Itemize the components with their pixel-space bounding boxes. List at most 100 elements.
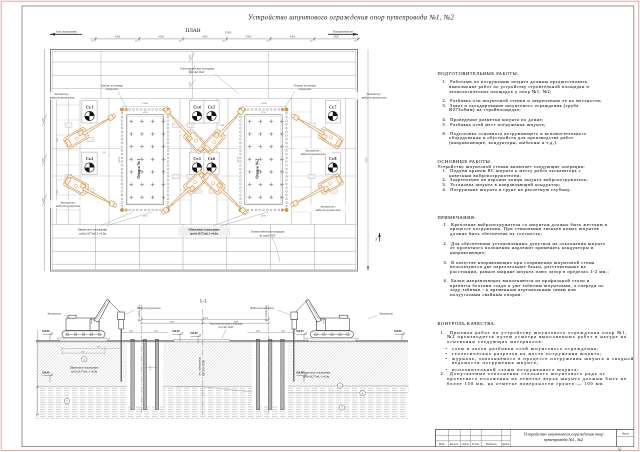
svg-text:4150: 4150 — [261, 215, 267, 218]
svg-text:Вибропогружатель: Вибропогружатель — [250, 306, 274, 310]
svg-text:Ст.3: Ст.3 — [193, 157, 200, 161]
svg-text:6280: 6280 — [170, 320, 176, 323]
svg-text:Экскаватор: Экскаватор — [379, 311, 393, 315]
svg-text:Ось путепровода: Ось путепровода — [199, 356, 202, 376]
svg-text:2500: 2500 — [41, 197, 44, 203]
svg-text:Технологическая площадка: Технологическая площадка — [251, 229, 285, 233]
svg-text:100,90: 100,90 — [172, 330, 180, 333]
svg-text:вибропогружателем: вибропогружателем — [56, 204, 81, 208]
svg-text:Ст.1: Ст.1 — [86, 105, 93, 109]
svg-text:Ось опоры №1: Ось опоры №1 — [138, 304, 141, 322]
svg-text:Технологические площадки: Технологические площадки — [209, 322, 243, 325]
svg-text:13540: 13540 — [142, 102, 149, 105]
svg-text:Зона ограждения: Зона ограждения — [56, 30, 78, 34]
svg-text:Ст.4: Ст.4 — [193, 105, 200, 109]
svg-text:4150: 4150 — [261, 111, 267, 114]
svg-text:ПК 169+76,00: ПК 169+76,00 — [203, 359, 206, 376]
svg-text:Лист: Лист — [461, 442, 470, 446]
svg-text:Контур ростверка: Контур ростверка — [294, 84, 317, 88]
svg-text:20: 20 — [179, 41, 182, 43]
svg-text:Изм.: Изм. — [438, 442, 445, 446]
svg-text:2400: 2400 — [154, 331, 159, 333]
svg-text:Экскаватор с: Экскаватор с — [305, 149, 322, 153]
svg-text:Направление км: Направление км — [333, 30, 353, 34]
svg-text:8500: 8500 — [365, 157, 368, 163]
svg-text:Контур ростверка: Контур ростверка — [101, 84, 124, 88]
svg-text:500: 500 — [221, 125, 225, 127]
svg-text:2500: 2500 — [57, 189, 59, 194]
svg-text:труба Ø273х8, L=6,0м: труба Ø273х8, L=6,0м — [303, 376, 330, 379]
svg-text:вибропогружателем: вибропогружателем — [362, 96, 387, 100]
svg-text:вибропогружателем: вибропогружателем — [301, 152, 326, 156]
svg-text:Шпунтовое ограждение: Шпунтовое ограждение — [78, 227, 108, 231]
svg-text:2500: 2500 — [189, 81, 191, 86]
svg-text:2400: 2400 — [256, 331, 261, 333]
svg-text:труба Ø273х8, L=6,0м: труба Ø273х8, L=6,0м — [71, 371, 98, 374]
svg-text:9000: 9000 — [41, 157, 44, 163]
svg-text:4500: 4500 — [246, 35, 252, 38]
svg-text:Экскаватор с: Экскаватор с — [320, 205, 337, 209]
svg-text:Опора №2: Опора №2 — [255, 159, 260, 179]
svg-text:труба Ø273х8, L=6,0м: труба Ø273х8, L=6,0м — [190, 231, 218, 235]
svg-text:Дата: Дата — [501, 442, 510, 446]
svg-text:4500: 4500 — [202, 35, 208, 38]
svg-text:20: 20 — [135, 41, 138, 43]
svg-text:N док.: N док. — [471, 442, 480, 446]
svg-text:13540: 13540 — [261, 102, 268, 105]
svg-text:4: 4 — [362, 391, 364, 395]
svg-text:опоры №2: опоры №2 — [299, 87, 312, 91]
svg-text:100,90: 100,90 — [42, 371, 50, 374]
svg-text:20: 20 — [223, 41, 226, 43]
svg-text:Ст.6: Ст.6 — [208, 157, 215, 161]
svg-text:вибропогружателем: вибропогружателем — [316, 208, 341, 212]
svg-text:500: 500 — [102, 152, 106, 154]
svg-text:2500: 2500 — [57, 137, 59, 142]
svg-text:100,90: 100,90 — [296, 371, 304, 374]
svg-text:Лист: Лист — [620, 432, 629, 436]
svg-text:4500: 4500 — [159, 35, 165, 38]
svg-text:13610: 13610 — [118, 156, 121, 163]
svg-text:20: 20 — [310, 41, 313, 43]
svg-text:2400: 2400 — [281, 331, 286, 333]
svg-text:4500: 4500 — [290, 35, 296, 38]
svg-text:Шпунтовое ограждение: Шпунтовое ограждение — [302, 372, 331, 375]
svg-text:1: 1 — [339, 384, 341, 388]
svg-text:Шпунтовое ограждение: Шпунтовое ограждение — [70, 367, 99, 370]
svg-text:Экскаватор с: Экскаватор с — [60, 201, 77, 205]
svg-text:ПЛАН: ПЛАН — [185, 28, 200, 34]
svg-text:Вибропогружатель: Вибропогружатель — [137, 306, 161, 310]
svg-text:Экскаватор: Экскаватор — [47, 311, 61, 315]
svg-text:из плит ПАГ: из плит ПАГ — [260, 233, 276, 237]
svg-text:Ст.8: Ст.8 — [329, 157, 336, 161]
svg-text:Шпунтовое ограждение: Шпунтовое ограждение — [189, 227, 221, 231]
svg-text:Устройство шпунтового огражден: Устройство шпунтового ограждения опор пу… — [248, 15, 454, 22]
svg-text:путепровода №1, №2: путепровода №1, №2 — [544, 437, 584, 443]
svg-text:труба Ø273х8, L=6,0м: труба Ø273х8, L=6,0м — [79, 231, 106, 235]
svg-text:из плит ПАГ: из плит ПАГ — [218, 326, 234, 329]
svg-text:900: 900 — [97, 347, 101, 349]
svg-text:4150: 4150 — [143, 111, 149, 114]
svg-text:12560: 12560 — [202, 317, 209, 320]
svg-text:Экскаватор с: Экскаватор с — [54, 92, 71, 96]
svg-text:Подпись: Подпись — [485, 442, 497, 446]
svg-text:3500: 3500 — [189, 67, 191, 72]
svg-text:2500: 2500 — [41, 117, 44, 123]
svg-text:5: 5 — [341, 406, 343, 410]
svg-text:Устройство шпунтового огражден: Устройство шпунтового ограждения опор — [524, 432, 605, 437]
svg-text:27000: 27000 — [225, 32, 232, 35]
svg-text:20: 20 — [91, 41, 94, 43]
svg-text:Ст.5: Ст.5 — [208, 105, 215, 109]
svg-text:100,90: 100,90 — [190, 332, 198, 335]
svg-text:100,90: 100,90 — [394, 330, 402, 333]
svg-text:20: 20 — [266, 41, 269, 43]
svg-text:1: 1 — [375, 237, 377, 242]
svg-text:13610: 13610 — [237, 156, 240, 163]
svg-text:100,90: 100,90 — [42, 330, 50, 333]
svg-text:1-1: 1-1 — [200, 299, 207, 304]
svg-text:Ст.7: Ст.7 — [329, 105, 336, 109]
svg-text:6280: 6280 — [234, 320, 240, 323]
svg-text:из плит ПАГ: из плит ПАГ — [189, 70, 205, 74]
svg-text:А2: А2 — [617, 448, 622, 452]
svg-text:4500: 4500 — [115, 35, 121, 38]
svg-text:Ст.2: Ст.2 — [86, 157, 93, 161]
